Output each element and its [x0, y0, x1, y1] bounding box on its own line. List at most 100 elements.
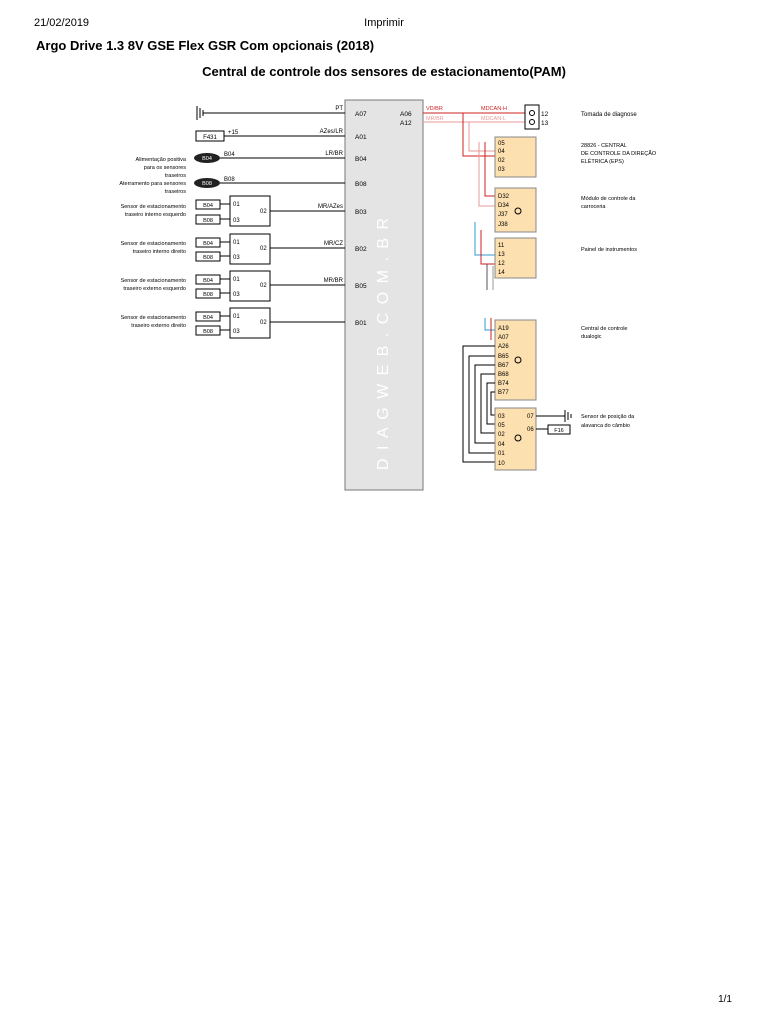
sensor-3: Sensor de estacionamento traseiro extern… — [121, 270, 367, 302]
lever-pin-03: 03 — [498, 414, 505, 420]
dualogic-label-1: Central de controle — [581, 326, 627, 332]
wire-label-a01: AZes/LR — [320, 129, 344, 135]
eps-pin-02: 02 — [498, 158, 505, 164]
sensor-3-pin-2: 03 — [233, 292, 240, 298]
bcm-symbol-icon — [514, 207, 522, 215]
power-b04-pin: B04 — [224, 152, 235, 158]
central-pin-b04: B04 — [355, 156, 367, 163]
fuse-f16-label: F16 — [554, 428, 563, 434]
eps-label-3: ELÉTRICA (EPS) — [581, 158, 624, 165]
panel-pin-14: 14 — [498, 270, 505, 276]
central-pin-a07: A07 — [355, 111, 367, 118]
eps-label-2: DE CONTROLE DA DIREÇÃO — [581, 150, 657, 157]
sensor-2-tag-2: B08 — [203, 255, 213, 261]
sensor-4-tag-2: B08 — [203, 329, 213, 335]
power-desc-b04-1: Alimentação positiva — [136, 157, 187, 163]
central-pin-a12: A12 — [400, 120, 412, 127]
print-date: 21/02/2019 — [34, 17, 90, 29]
power-desc-b08-1: Aterramento para sensores — [119, 181, 186, 187]
sensor-2-pin-2: 03 — [233, 255, 240, 261]
sensor-4-tag-1: B04 — [203, 315, 213, 321]
sensor-4-desc-2: traseiro externo direito — [131, 323, 186, 329]
wire-label-b05: MR/BR — [324, 278, 344, 284]
eps-pin-04: 04 — [498, 149, 505, 155]
power-desc-b04-2: para os sensores — [144, 165, 186, 171]
diagnose-pin-13: 13 — [541, 120, 549, 127]
fuse-f16 — [547, 424, 571, 435]
power-tag-b04 — [194, 153, 220, 163]
dualogic-pin-b68: B68 — [498, 372, 509, 378]
sensor-1-desc-1: Sensor de estacionamento — [121, 204, 186, 210]
diagnose-socket — [524, 104, 540, 130]
lever-pin-04: 04 — [498, 442, 505, 448]
central-pin-a01: A01 — [355, 134, 367, 141]
dualogic-pin-a07: A07 — [498, 335, 509, 341]
can-l-color: MR/BR — [426, 116, 444, 122]
panel-pin-11: 11 — [498, 243, 505, 249]
eps-label-1: 28826 - CENTRAL — [581, 143, 627, 149]
page-number: 1/1 — [718, 994, 732, 1005]
sensor-1-desc-2: traseiro interno esquerdo — [125, 212, 186, 218]
bcm-pin-j38: J38 — [498, 222, 508, 228]
can-h-color: VD/BR — [426, 106, 443, 112]
panel-label: Painel de instrumentos — [581, 247, 637, 253]
can-l-bus: MDCAN-L — [481, 116, 506, 122]
dualogic-pin-a19: A19 — [498, 326, 509, 332]
sensor-1-pin-1: 01 — [233, 202, 240, 208]
wire-label-b04: LR/BR — [325, 151, 343, 157]
sensor-4-pin-2: 03 — [233, 329, 240, 335]
sensor-1-tag-1: B04 — [203, 203, 213, 209]
power-b08-pin: B08 — [224, 177, 235, 183]
lever-pin-07: 07 — [527, 414, 534, 420]
central-pin-b02: B02 — [355, 246, 367, 253]
page-title: Argo Drive 1.3 8V GSE Flex GSR Com opcio… — [36, 38, 375, 53]
module-instrument-panel — [494, 237, 537, 279]
sensor-3-tag-2: B08 — [203, 292, 213, 298]
print-label: Imprimir — [364, 17, 404, 29]
sensor-4-out: 02 — [260, 320, 267, 326]
diagram-title: Central de controle dos sensores de esta… — [202, 64, 566, 79]
sensor-1-tag-2: B08 — [203, 218, 213, 224]
sensor-1-pin-2: 03 — [233, 218, 240, 224]
power-desc-b04-3: traseiros — [165, 173, 186, 179]
dualogic-pin-b67: B67 — [498, 363, 509, 369]
sensor-3-desc-2: traseiro externo esquerdo — [123, 286, 186, 292]
bcm-pin-d32: D32 — [498, 194, 510, 200]
lever-pin-10: 10 — [498, 461, 505, 467]
sensor-2-desc-1: Sensor de estacionamento — [121, 241, 186, 247]
lever-pin-01: 01 — [498, 451, 505, 457]
power-desc-b08-2: traseiros — [165, 189, 186, 195]
dualogic-symbol-icon — [514, 356, 522, 364]
fuse-f431-value: +15 — [228, 130, 239, 136]
wire-label-b02: MR/CZ — [324, 241, 343, 247]
central-pin-a06: A06 — [400, 111, 412, 118]
bcm-pin-j37: J37 — [498, 212, 508, 218]
power-tag-b08-label: B08 — [202, 181, 212, 187]
module-eps — [494, 136, 537, 178]
bcm-label-2: carroceria — [581, 204, 606, 210]
sensor-2-tag-1: B04 — [203, 241, 213, 247]
sensor-4-pin-1: 01 — [233, 314, 240, 320]
lever-pin-05: 05 — [498, 423, 505, 429]
sensor-1-out: 02 — [260, 209, 267, 215]
dualogic-pin-b77: B77 — [498, 390, 509, 396]
power-tag-b04-label: B04 — [202, 156, 212, 162]
lever-pin-02: 02 — [498, 432, 505, 438]
sensor-2-desc-2: traseiro interno direito — [133, 249, 186, 255]
sensor-3-desc-1: Sensor de estacionamento — [121, 278, 186, 284]
dualogic-pin-b65: B65 — [498, 354, 509, 360]
sensor-2-out: 02 — [260, 246, 267, 252]
panel-pin-12: 12 — [498, 261, 505, 267]
central-pin-b03: B03 — [355, 209, 367, 216]
central-unit-box — [344, 99, 424, 491]
diagnose-pin-12: 12 — [541, 111, 549, 118]
harness-wires — [462, 345, 495, 463]
sensor-1: Sensor de estacionamento traseiro intern… — [121, 195, 367, 227]
dualogic-pin-a26: A26 — [498, 344, 509, 350]
wire-label-b03: MR/AZes — [318, 204, 343, 210]
ground-icon — [196, 106, 204, 120]
sensor-4: Sensor de estacionamento traseiro extern… — [121, 307, 367, 339]
sensor-3-out: 02 — [260, 283, 267, 289]
dualogic-label-2: dualogic — [581, 334, 602, 340]
